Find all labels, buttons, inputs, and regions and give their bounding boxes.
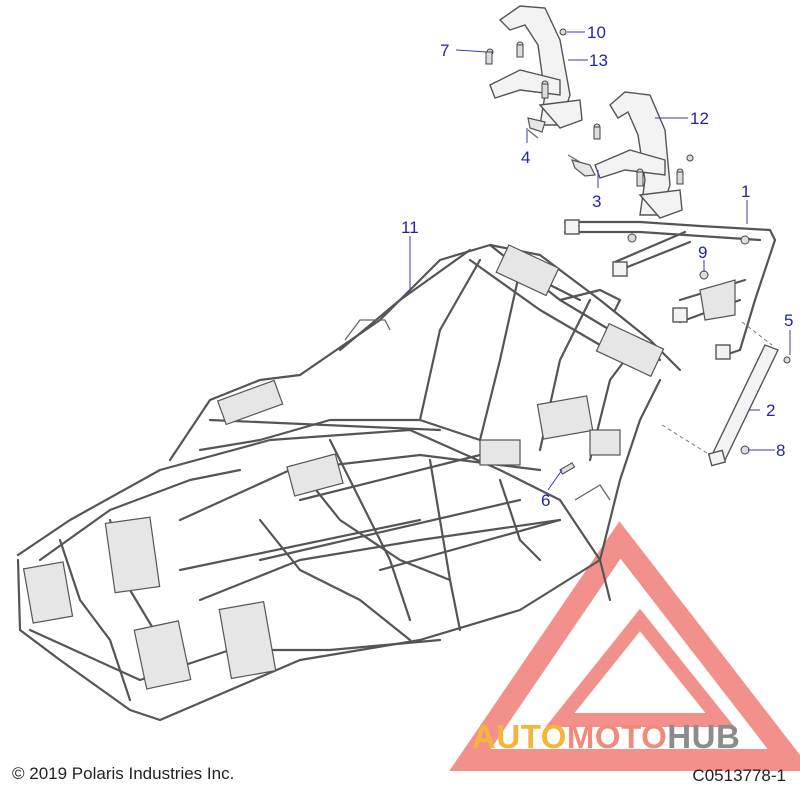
watermark-wordmark: AUTOMOTOHUB — [472, 718, 740, 756]
brackets — [527, 117, 596, 177]
callout-labels: 1 2 3 4 5 6 7 8 9 10 11 12 13 — [401, 23, 793, 510]
callout-leaders — [409, 31, 791, 491]
callout-4: 4 — [521, 148, 530, 167]
copyright-text: © 2019 Polaris Industries Inc. — [12, 764, 235, 783]
rear-support — [563, 219, 777, 360]
watermark-part3: HUB — [667, 718, 741, 755]
rear-tube — [661, 321, 779, 467]
callout-3: 3 — [592, 192, 601, 211]
callout-1: 1 — [741, 182, 750, 201]
grab-handle-upper — [485, 5, 583, 129]
callout-5: 5 — [784, 311, 793, 330]
callout-10: 10 — [587, 23, 606, 42]
callout-11: 11 — [401, 218, 419, 237]
callout-8: 8 — [776, 441, 785, 460]
hardware — [559, 270, 791, 475]
watermark-part1: AUTO — [472, 718, 567, 755]
callout-12: 12 — [690, 109, 709, 128]
callout-7: 7 — [440, 41, 449, 60]
grab-handle-lower — [593, 91, 694, 219]
watermark-logo — [449, 521, 800, 771]
diagram-code: C0513778-1 — [692, 766, 786, 785]
callout-9: 9 — [698, 243, 707, 262]
callout-6: 6 — [541, 491, 550, 510]
callout-2: 2 — [766, 401, 775, 420]
watermark-part2: MOTO — [566, 718, 668, 755]
callout-13: 13 — [589, 51, 608, 70]
main-frame — [16, 243, 682, 722]
